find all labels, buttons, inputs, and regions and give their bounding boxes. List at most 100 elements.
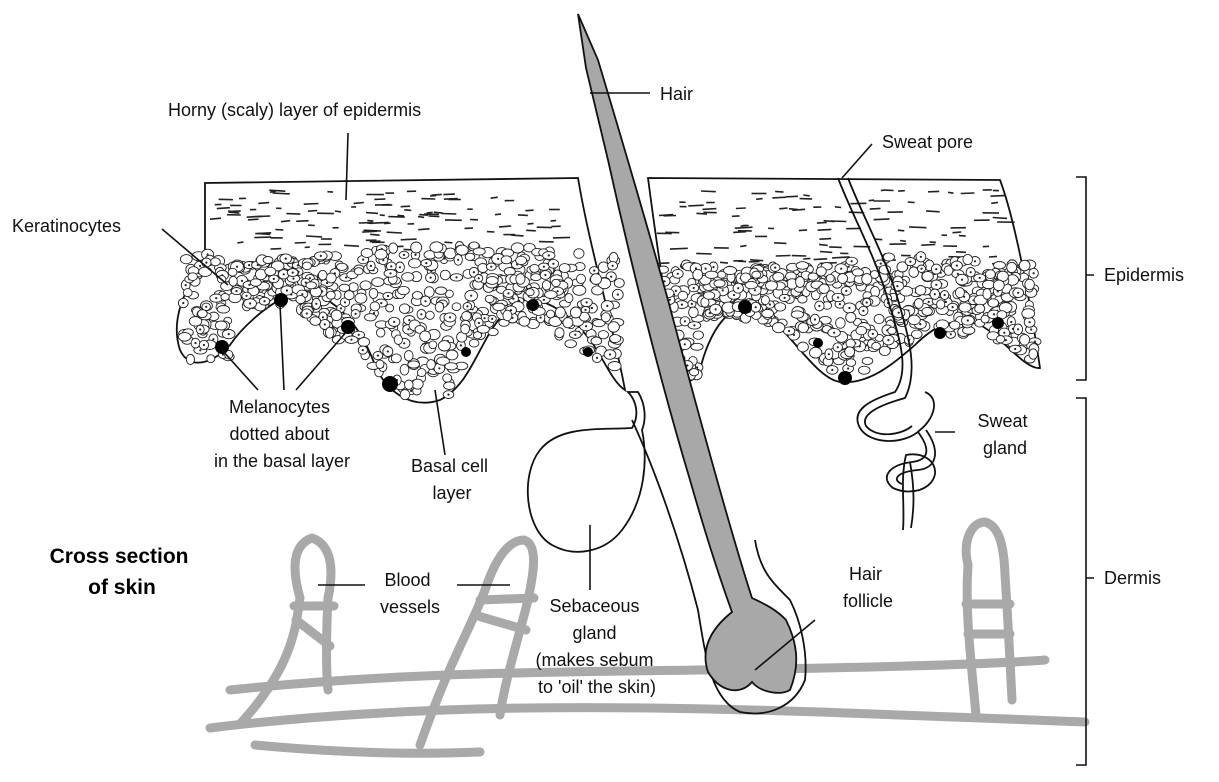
cell-nucleus <box>788 330 790 332</box>
cell-nucleus <box>919 323 921 325</box>
keratinocyte-cell <box>310 317 321 326</box>
keratinocyte-cell <box>1029 349 1038 359</box>
horny-layer-dash <box>696 253 712 254</box>
cell-nucleus <box>837 296 839 298</box>
horny-layer-dash <box>824 221 835 222</box>
keratinocyte-cell <box>888 327 896 334</box>
cell-nucleus <box>944 294 946 296</box>
cell-nucleus <box>935 268 937 270</box>
keratinocyte-cell <box>389 243 398 253</box>
keratinocyte-cell <box>405 380 414 389</box>
horny-layer-dash <box>733 232 746 233</box>
horny-layer-dash <box>388 217 405 218</box>
cell-nucleus <box>548 254 550 256</box>
keratinocyte-cell <box>994 262 1006 269</box>
horny-layer-dash <box>217 208 230 209</box>
keratinocyte-cell <box>180 255 192 264</box>
cell-nucleus <box>967 319 969 321</box>
label-dermis: Dermis <box>1104 568 1161 588</box>
keratinocyte-cell <box>573 285 586 295</box>
horny-layer-dash <box>740 246 746 247</box>
cell-nucleus <box>408 319 410 321</box>
keratinocyte-cell <box>370 302 380 311</box>
keratinocyte-cell <box>546 310 554 318</box>
horny-layer-dash <box>908 202 915 203</box>
keratinocyte-cell <box>429 341 437 349</box>
cell-nucleus <box>309 277 311 279</box>
cell-nucleus <box>273 278 275 280</box>
cell-nucleus <box>814 318 816 320</box>
cell-nucleus <box>320 255 322 257</box>
horny-layer-dash <box>286 214 300 215</box>
cell-nucleus <box>285 258 287 260</box>
cell-nucleus <box>669 299 671 301</box>
cell-nucleus <box>212 338 214 340</box>
keratinocyte-cell <box>228 268 237 276</box>
cell-nucleus <box>715 308 717 310</box>
keratinocyte-cell <box>1022 309 1035 319</box>
horny-layer-dash <box>247 216 262 217</box>
keratinocyte-cell <box>444 382 455 390</box>
horny-layer-dash <box>926 211 940 212</box>
cell-nucleus <box>466 305 468 307</box>
horny-layer-dash <box>818 229 832 230</box>
keratinocyte-cell <box>996 336 1004 343</box>
cell-nucleus <box>684 320 686 322</box>
horny-layer-dash <box>702 209 716 210</box>
keratinocyte-cell <box>752 271 761 278</box>
horny-layer-dash <box>898 230 904 231</box>
horny-layer-dash <box>750 260 763 261</box>
cell-nucleus <box>540 317 542 319</box>
keratinocyte-cell <box>426 311 435 319</box>
keratinocyte-cell <box>337 263 348 270</box>
horny-layer-dash <box>398 215 405 216</box>
horny-layer-dash <box>495 214 501 215</box>
cell-nucleus <box>362 259 364 261</box>
keratinocyte-cell <box>465 253 475 260</box>
keratinocyte-cell <box>565 340 577 348</box>
cell-nucleus <box>851 260 853 262</box>
keratinocyte-cell <box>306 282 317 289</box>
cell-nucleus <box>831 369 833 371</box>
keratinocyte-cell <box>485 295 494 302</box>
cell-nucleus <box>840 268 842 270</box>
keratinocyte-cell <box>477 325 489 333</box>
keratinocyte-cell <box>394 335 402 345</box>
keratinocyte-cell <box>816 267 826 276</box>
dermis-bracket <box>1076 398 1094 765</box>
keratinocyte-cell <box>198 310 208 318</box>
keratinocyte-cell <box>327 291 336 299</box>
keratinocyte-cell <box>183 289 192 297</box>
keratinocyte-cell <box>265 267 276 275</box>
keratinocyte-cell <box>689 307 699 318</box>
horny-layer-dash <box>444 242 452 243</box>
cell-nucleus <box>712 266 714 268</box>
keratinocyte-cell <box>361 249 373 258</box>
keratinocyte-cell <box>296 295 305 303</box>
cell-nucleus <box>934 293 936 295</box>
cell-nucleus <box>845 290 847 292</box>
horny-layer-dash <box>401 239 417 240</box>
cell-nucleus <box>956 265 958 267</box>
keratinocyte-cell <box>452 303 461 311</box>
horny-layer-dash <box>427 212 433 213</box>
cell-nucleus <box>362 349 364 351</box>
horny-layer-dash <box>380 215 385 216</box>
keratinocyte-cell <box>846 339 855 348</box>
keratinocyte-cell <box>577 274 586 283</box>
cell-nucleus <box>928 301 930 303</box>
horny-layer-dash <box>434 212 443 213</box>
horny-layer-dash <box>817 222 827 223</box>
keratinocyte-cell <box>365 314 377 321</box>
horny-layer-dash <box>792 209 805 210</box>
keratinocyte-cell <box>344 291 354 300</box>
horny-layer-dash <box>875 239 883 240</box>
horny-layer-dash <box>820 252 832 253</box>
keratinocyte-cell <box>430 242 443 253</box>
horny-layer-dash <box>527 223 533 224</box>
cell-nucleus <box>935 284 937 286</box>
keratinocyte-cell <box>826 274 834 282</box>
label-melanocytes-line-2: dotted about <box>229 424 329 444</box>
keratinocyte-cell <box>186 354 194 364</box>
keratinocyte-cell <box>988 299 999 307</box>
